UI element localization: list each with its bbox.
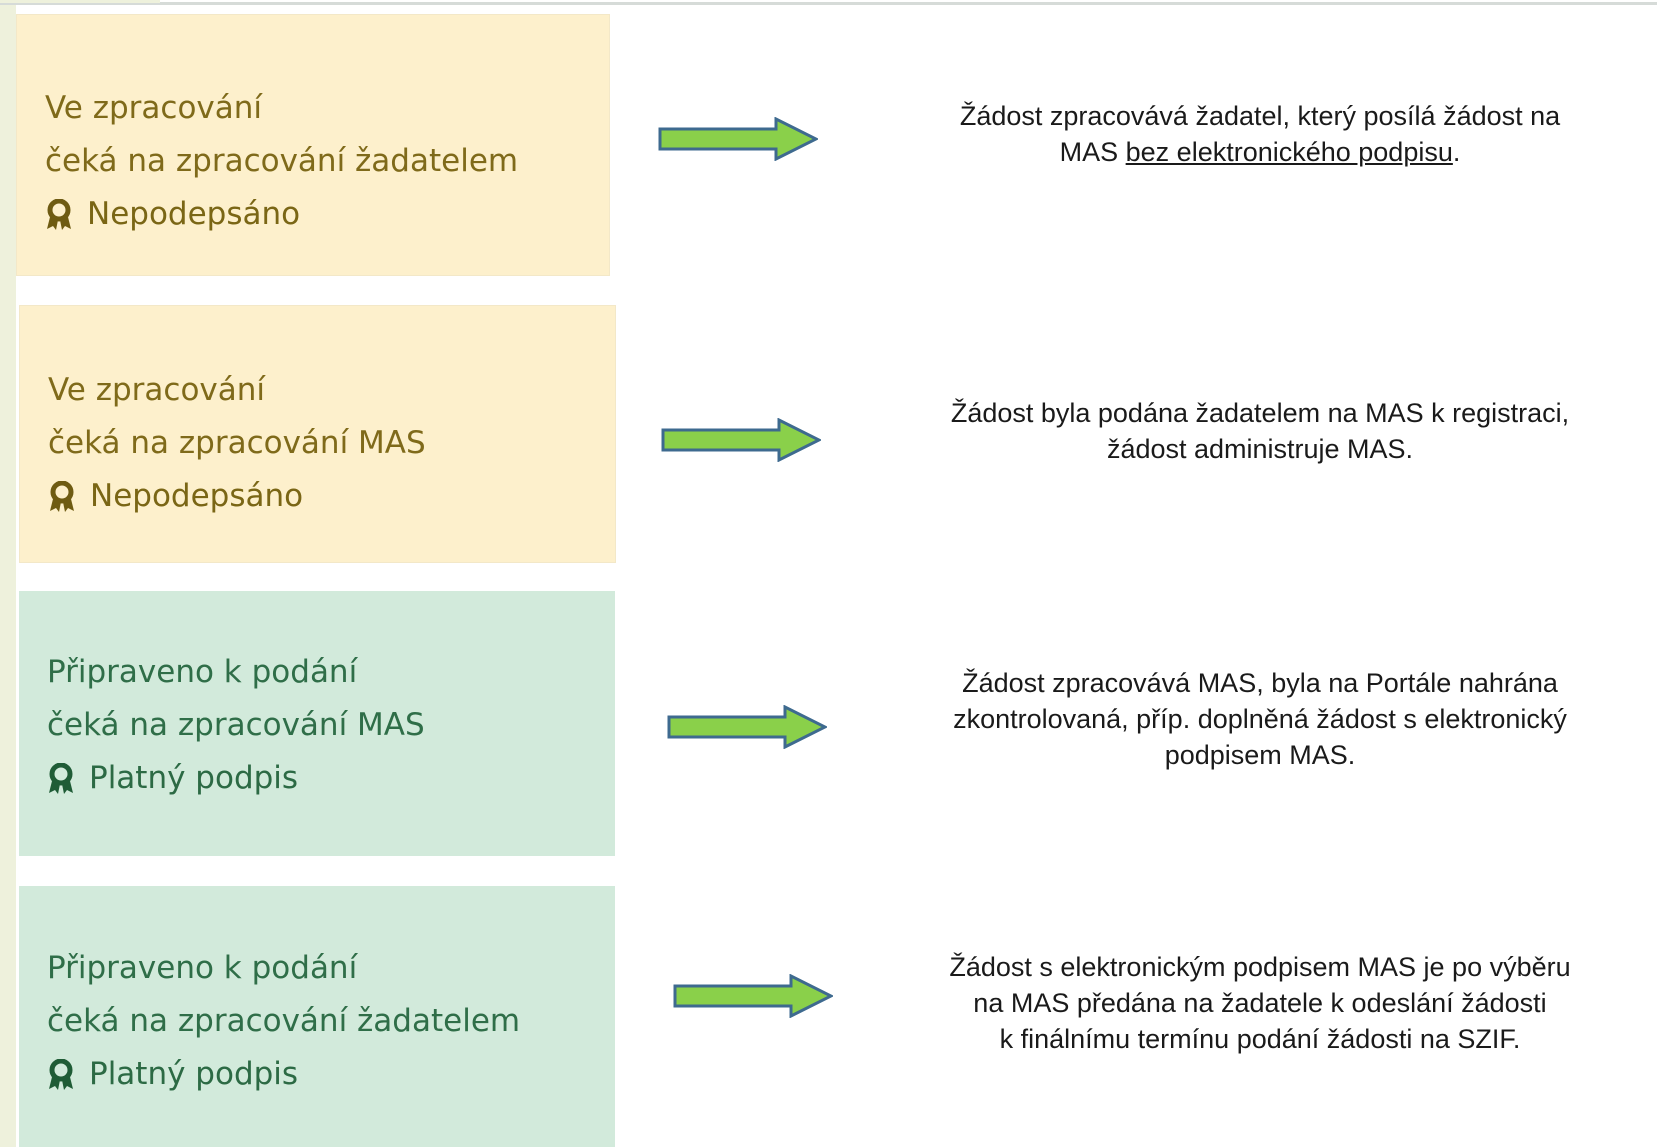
award-ribbon-icon xyxy=(49,1058,73,1090)
description-line: Žádost zpracovává MAS, byla na Portále n… xyxy=(962,668,1558,698)
description-3: Žádost zpracovává MAS, byla na Portále n… xyxy=(900,665,1620,773)
status-card-4: Připraveno k podání čeká na zpracování ž… xyxy=(19,886,615,1147)
status-card-3: Připraveno k podání čeká na zpracování M… xyxy=(19,591,615,856)
description-line: žádost administruje MAS. xyxy=(1106,434,1414,464)
signature-status: Nepodepsáno xyxy=(48,470,615,523)
status-card-2: Ve zpracování čeká na zpracování MAS Nep… xyxy=(19,305,616,563)
right-arrow-icon xyxy=(658,117,818,161)
description-line: Žádost zpracovává žadatel, který posílá … xyxy=(959,101,1561,131)
award-ribbon-icon xyxy=(47,198,71,230)
top-divider xyxy=(0,2,1657,5)
description-line: MAS bez elektronického podpisu. xyxy=(900,134,1620,170)
description-text: . xyxy=(1452,137,1461,167)
signature-status: Platný podpis xyxy=(47,1048,615,1101)
signature-label: Platný podpis xyxy=(89,1056,299,1092)
substatus-label: čeká na zpracování MAS xyxy=(48,425,426,461)
status-label: Připraveno k podání xyxy=(47,950,358,986)
substatus-label: čeká na zpracování žadatelem xyxy=(47,1003,521,1039)
right-arrow-icon xyxy=(667,705,827,749)
description-line: podpisem MAS. xyxy=(1164,740,1356,770)
top-divider-accent xyxy=(0,0,160,3)
description-2: Žádost byla podána žadatelem na MAS k re… xyxy=(900,395,1620,467)
substatus-label: čeká na zpracování MAS xyxy=(47,707,425,743)
signature-label: Platný podpis xyxy=(89,760,299,796)
status-label: Připraveno k podání xyxy=(47,654,358,690)
description-line: Žádost byla podána žadatelem na MAS k re… xyxy=(950,398,1570,428)
underlined-emphasis: bez elektronického podpisu xyxy=(1125,137,1453,167)
description-line: zkontrolovaná, příp. doplněná žádost s e… xyxy=(953,704,1567,734)
award-ribbon-icon xyxy=(50,480,74,512)
right-arrow-icon xyxy=(673,974,833,1018)
signature-status: Nepodepsáno xyxy=(45,188,609,241)
description-text: MAS xyxy=(1059,137,1126,167)
status-label: Ve zpracování xyxy=(45,90,263,126)
status-label: Ve zpracování xyxy=(48,372,266,408)
award-ribbon-icon xyxy=(49,762,73,794)
description-line: Žádost s elektronickým podpisem MAS je p… xyxy=(949,952,1571,982)
description-line: na MAS předána na žadatele k odeslání žá… xyxy=(973,988,1547,1018)
right-arrow-icon xyxy=(661,418,821,462)
status-card-1: Ve zpracování čeká na zpracování žadatel… xyxy=(16,14,610,276)
slide-left-band xyxy=(0,0,16,1147)
signature-status: Platný podpis xyxy=(47,752,615,805)
description-line: k finálnímu termínu podání žádosti na SZ… xyxy=(999,1024,1521,1054)
substatus-label: čeká na zpracování žadatelem xyxy=(45,143,519,179)
signature-label: Nepodepsáno xyxy=(90,478,304,514)
signature-label: Nepodepsáno xyxy=(87,196,301,232)
description-4: Žádost s elektronickým podpisem MAS je p… xyxy=(900,949,1620,1057)
description-1: Žádost zpracovává žadatel, který posílá … xyxy=(900,98,1620,170)
